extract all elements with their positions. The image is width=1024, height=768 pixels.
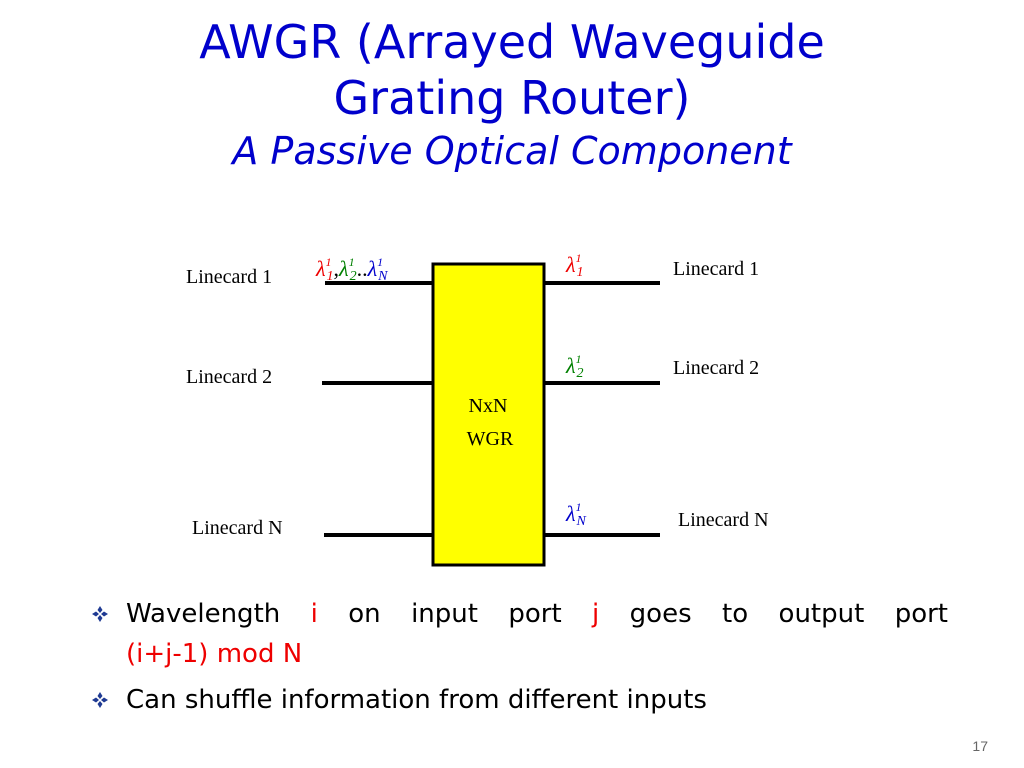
bullet-item-2: Can shuffle information from different i… bbox=[88, 680, 948, 720]
title-line-2: Grating Router) bbox=[333, 71, 691, 125]
output-label-1: Linecard 1 bbox=[673, 258, 759, 280]
title-subtitle: A Passive Optical Component bbox=[232, 129, 792, 173]
output-label-2: Linecard 2 bbox=[673, 357, 759, 379]
four-diamond-bullet-icon bbox=[92, 606, 108, 622]
wgr-box-label-1: NxN bbox=[469, 395, 508, 417]
wgr-box bbox=[431, 262, 546, 567]
var-j: j bbox=[592, 599, 600, 629]
output-label-n: Linecard N bbox=[678, 509, 769, 531]
wgr-box-label-2: WGR bbox=[467, 428, 514, 450]
input-lambda-2: λ bbox=[338, 256, 349, 281]
page-number: 17 bbox=[972, 738, 988, 754]
slide-title: AWGR (Arrayed Waveguide Grating Router) … bbox=[0, 14, 1024, 176]
bullet-list: Wavelength i on input port j goes to out… bbox=[88, 594, 948, 720]
input-label-2: Linecard 2 bbox=[186, 366, 272, 388]
var-i: i bbox=[310, 599, 318, 629]
input-label-1: Linecard 1 bbox=[186, 266, 272, 288]
bullet-1-line-1: Wavelength i on input port j goes to out… bbox=[126, 599, 948, 629]
input-lambda-1: λ bbox=[315, 256, 326, 281]
bullet-item-1: Wavelength i on input port j goes to out… bbox=[88, 594, 948, 674]
four-diamond-bullet-icon bbox=[92, 692, 108, 708]
input-lambda-n: λ bbox=[367, 256, 378, 281]
title-line-1: AWGR (Arrayed Waveguide bbox=[199, 15, 825, 69]
input-label-n: Linecard N bbox=[192, 517, 283, 539]
bullet-1-line-2: (i+j-1) mod N bbox=[126, 639, 303, 669]
bullet-2-text: Can shuffle information from different i… bbox=[126, 685, 707, 715]
